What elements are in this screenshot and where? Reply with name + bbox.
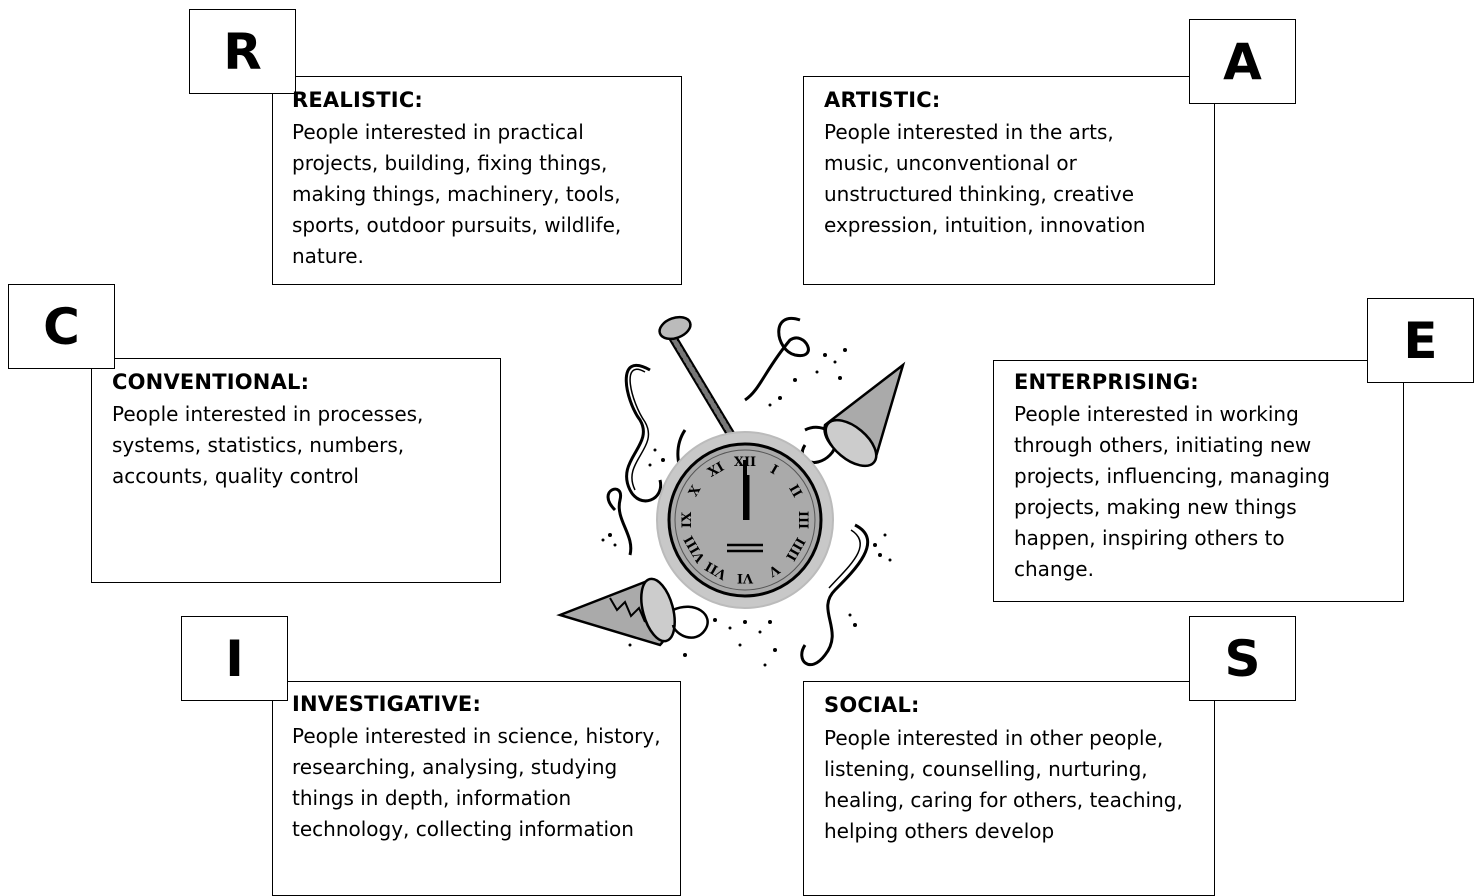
social-heading: SOCIAL: — [824, 693, 920, 717]
artistic-panel — [803, 76, 1215, 285]
clock-numeral: XII — [734, 455, 756, 470]
social-panel — [803, 681, 1215, 896]
investigative-heading: INVESTIGATIVE: — [292, 692, 482, 716]
realistic-panel — [272, 76, 682, 285]
social-description: People interested in other people, liste… — [824, 726, 1183, 843]
realistic-description: People interested in practical projects,… — [292, 120, 622, 268]
party-hat-icon — [823, 361, 906, 468]
party-hat-icon — [556, 577, 709, 647]
realistic-heading: REALISTIC: — [292, 88, 424, 112]
artistic-heading: ARTISTIC: — [824, 88, 941, 112]
conventional-description: People interested in processes, systems,… — [112, 402, 424, 488]
social-letter: S — [1189, 616, 1296, 701]
conventional-panel — [91, 358, 501, 583]
enterprising-panel — [993, 360, 1404, 602]
conventional-letter: C — [8, 284, 115, 369]
realistic-letter: R — [189, 9, 296, 94]
confetti-icon — [601, 348, 892, 667]
clock-numeral: IX — [680, 511, 695, 528]
artistic-description: People interested in the arts, music, un… — [824, 120, 1146, 237]
artistic-letter: A — [1189, 19, 1296, 104]
clock-numeral: III — [795, 511, 810, 529]
clock-numeral: VI — [737, 570, 754, 585]
enterprising-heading: ENTERPRISING: — [1014, 370, 1199, 394]
investigative-description: People interested in science, history, r… — [292, 724, 661, 841]
noisemaker-icon — [658, 315, 738, 443]
investigative-panel — [272, 681, 681, 896]
clock-numeral: XI — [705, 460, 727, 481]
enterprising-letter: E — [1367, 298, 1474, 383]
enterprising-description: People interested in working through oth… — [1014, 402, 1330, 581]
conventional-heading: CONVENTIONAL: — [112, 370, 310, 394]
investigative-letter: I — [181, 616, 288, 701]
